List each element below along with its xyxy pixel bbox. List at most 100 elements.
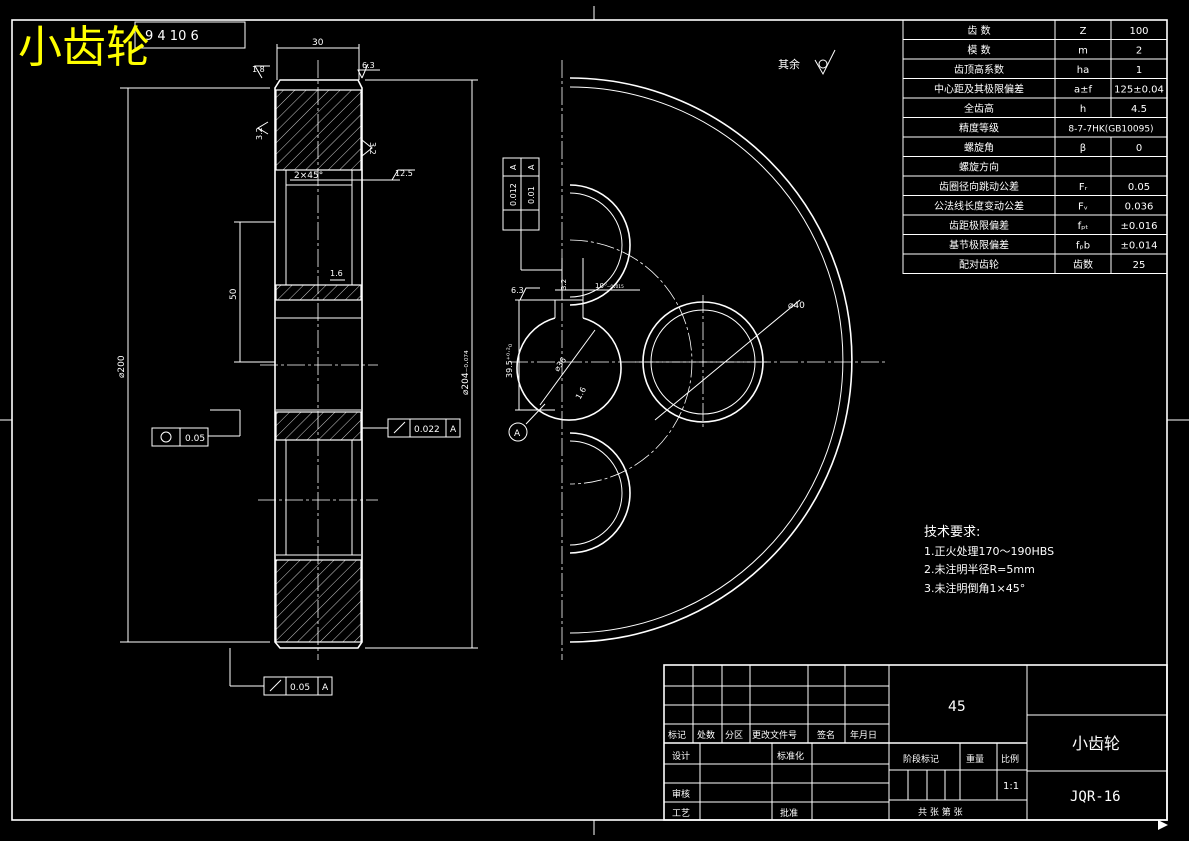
r32-key-label: 3.2: [560, 279, 568, 290]
section-view: [258, 60, 378, 660]
title-block: 45 小齿轮 JQR-16 1:1 标记 处数 分区 更改文件号 签名 年月日 …: [663, 664, 1168, 821]
lbl-standard: 标准化: [777, 750, 804, 762]
bore: [516, 317, 622, 421]
table-param-name: 齿距极限偏差: [949, 219, 1009, 232]
table-param-value: 1: [1136, 65, 1142, 76]
hdr-sign: 签名: [817, 729, 835, 741]
table-param-value: 2: [1136, 46, 1142, 57]
chamfer-label: 2×45°: [294, 171, 323, 181]
table-param-symbol: a±f: [1074, 85, 1093, 96]
table-param-name: 全齿高: [964, 102, 994, 115]
table-param-value: 0.036: [1125, 202, 1154, 213]
table-param-name: 齿 数: [967, 24, 990, 37]
dim-dia-200: ⌀200: [117, 87, 270, 643]
table-param-value: 25: [1133, 260, 1146, 271]
r63-key-label: 6.3: [511, 286, 524, 295]
table-param-value: ±0.016: [1120, 221, 1157, 232]
tech-req-title: 技术要求:: [924, 525, 980, 540]
hatch-hub-top: [275, 284, 362, 301]
lbl-design: 设计: [672, 750, 690, 762]
datum-a: A: [508, 403, 546, 442]
r32-left-label: 3.2: [255, 127, 264, 140]
table-param-symbol: β: [1080, 143, 1086, 154]
dim-50-label: 50: [229, 288, 239, 300]
roughness-symbols-section: 6.3 1.8 3.2 3.2 12.5 1.6: [252, 61, 415, 281]
symmetry-value: 0.01: [527, 186, 536, 204]
table-param-name: 基节极限偏差: [949, 239, 1009, 252]
r63-label: 6.3: [362, 61, 375, 70]
lbl-review: 审核: [672, 788, 690, 800]
lbl-process: 工艺: [672, 808, 690, 819]
runout-bottom-ref: A: [322, 683, 329, 693]
r32-right-label: 3.2: [368, 142, 377, 155]
bore-dimensions: 39.5⁺⁰·²₀ 10⁰₋₀.₀₁₅ 6.3 3.2 1.6: [505, 279, 640, 411]
table-param-value: 100: [1129, 26, 1148, 37]
material-value: 45: [948, 699, 966, 715]
tech-requirements: 技术要求: 1.正火处理170～190HBS 2.未注明半径R=5mm 3.未注…: [924, 525, 1054, 595]
gdt-runout-right: 0.022 A: [362, 418, 461, 438]
dim-50: 50: [229, 221, 275, 363]
table-param-name: 齿顶高系数: [954, 63, 1004, 76]
table-param-symbol: 齿数: [1073, 258, 1093, 271]
scale-value: 1:1: [1003, 781, 1019, 792]
table-param-value: 0.05: [1128, 182, 1150, 193]
table-param-symbol: fₚₜ: [1078, 221, 1089, 232]
corner-label: 9 4 10 6: [145, 29, 199, 44]
roughness-other: 其余: [778, 49, 836, 76]
hatch-bottom: [275, 559, 362, 643]
gdt-runout-left: 0.05: [151, 409, 241, 447]
table-param-symbol: m: [1078, 46, 1088, 57]
table-param-value: ±0.014: [1120, 241, 1157, 252]
hdr-mark: 标记: [668, 729, 686, 741]
parallel-ref: A: [509, 164, 518, 170]
table-param-symbol: Z: [1080, 26, 1087, 37]
runout-bottom-value: 0.05: [290, 683, 310, 693]
table-param-symbol: fₚb: [1076, 241, 1090, 252]
r16-bore-label: 1.6: [574, 385, 588, 401]
keyway-label: 10⁰₋₀.₀₁₅: [595, 282, 624, 290]
dim-30-label: 30: [312, 38, 324, 48]
table-param-name: 配对齿轮: [959, 258, 999, 271]
dim-204-label: ⌀204₋₀.₀₇₄: [461, 350, 471, 395]
dim-dia-204: ⌀204₋₀.₀₇₄: [365, 79, 478, 649]
table-param-value: 4.5: [1131, 104, 1147, 115]
table-param-name: 公法线长度变动公差: [934, 200, 1024, 213]
table-param-symbol: ha: [1077, 65, 1089, 76]
table-param-name: 螺旋方向: [959, 161, 999, 174]
table-param-name: 螺旋角: [964, 141, 994, 154]
watermark-title: 小齿轮: [18, 22, 150, 73]
table-param-value: 0: [1136, 143, 1142, 154]
dim-width-30: 30: [276, 38, 360, 80]
hdr-date: 年月日: [850, 729, 877, 741]
runout-right-value: 0.022: [414, 425, 440, 435]
table-param-name: 齿圈径向跳动公差: [939, 180, 1019, 193]
gdt-key-frames: 0.012 A 0.01 A: [502, 157, 562, 271]
hdr-doc: 更改文件号: [752, 729, 797, 741]
lbl-stage: 阶段标记: [903, 753, 939, 765]
part-name: 小齿轮: [1072, 734, 1120, 753]
drawing-number: JQR-16: [1070, 789, 1121, 805]
r125-label: 12.5: [395, 169, 413, 178]
tech-req-item: 1.正火处理170～190HBS: [924, 545, 1054, 558]
datum-a-label: A: [514, 429, 521, 439]
runout-left-value: 0.05: [185, 434, 205, 444]
r16-mid-label: 1.6: [330, 269, 343, 278]
table-param-name: 中心距及其极限偏差: [934, 83, 1024, 96]
runout-right-ref: A: [450, 425, 457, 435]
gear-front-view: ⌀36 ⌀40: [510, 60, 885, 660]
hdr-count: 处数: [697, 729, 715, 741]
hatch-top: [275, 89, 362, 171]
lbl-weight: 重量: [966, 753, 984, 765]
tech-req-item: 2.未注明半径R=5mm: [924, 562, 1035, 576]
corner-box: [134, 21, 246, 49]
lbl-ratio: 比例: [1001, 753, 1019, 765]
tech-req-item: 3.未注明倒角1×45°: [924, 581, 1025, 595]
table-param-symbol: h: [1080, 104, 1086, 115]
table-param-symbol: Fᵣ: [1079, 182, 1088, 193]
r18-label: 1.8: [252, 65, 265, 74]
border-frame: [0, 6, 1189, 835]
chamfer-callout: 2×45°: [290, 171, 400, 181]
hdr-zone: 分区: [725, 730, 743, 741]
